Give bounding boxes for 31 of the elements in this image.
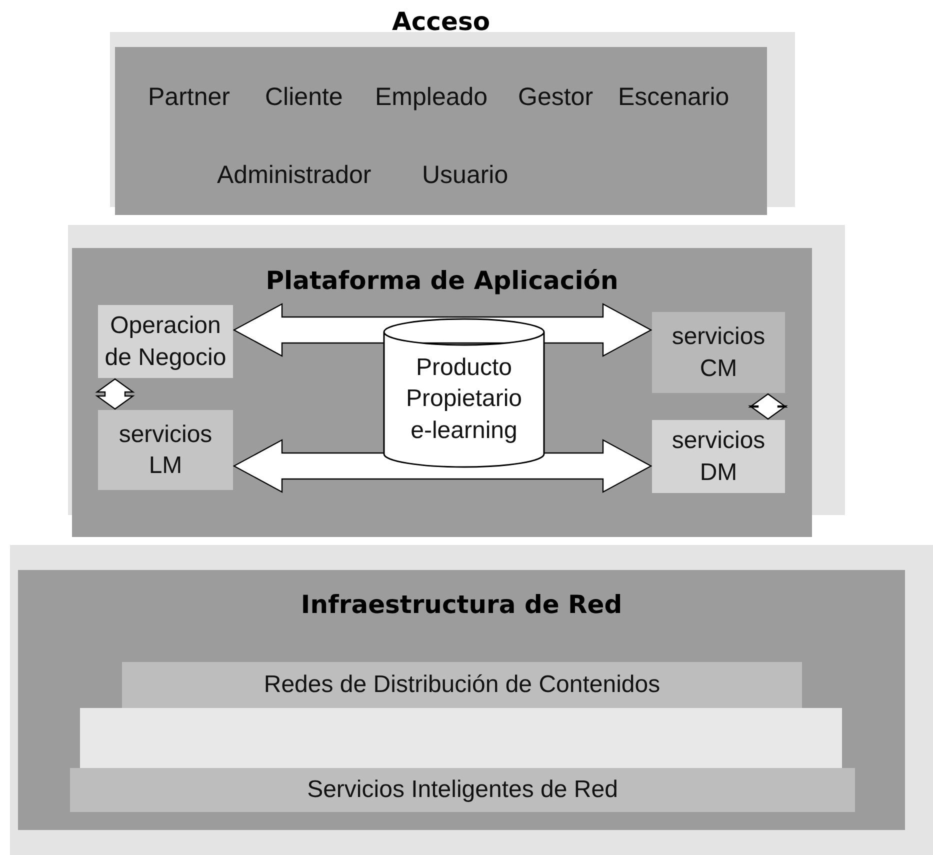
node-label: Operacion de Negocio [104,311,228,372]
node-label: servicios LM [118,420,214,481]
role-label: Empleado [375,83,488,112]
role-label: Usuario [422,161,508,190]
node-label: Servicios Inteligentes de Red [307,775,618,806]
double-arrow [232,439,652,493]
service-box [652,312,785,393]
role-label: Escenario [618,83,730,112]
node-label: servicios DM [670,426,766,488]
role-label: Partner [148,83,230,112]
platform-panel [72,248,812,537]
double-arrow [748,393,788,420]
layer-bar [70,768,855,812]
role-label: Gestor [518,83,594,112]
service-box [98,410,233,490]
process-box [98,305,233,378]
layer-bar [80,708,842,768]
database-cylinder [383,318,545,468]
double-arrow [232,303,652,357]
section-title: Plataforma de Aplicación [264,266,620,295]
node-label: Producto Propietario e-learning [404,353,524,446]
service-box [652,420,785,493]
section-title: Acceso [391,7,491,36]
section-title: Infraestructura de Red [300,590,624,619]
double-arrow [95,378,135,410]
node-label: servicios CM [670,322,766,384]
infrastructure-panel [18,570,905,830]
role-label: Cliente [265,83,343,112]
layer-bar [122,662,802,708]
role-label: Administrador [217,161,372,190]
node-label: Redes de Distribución de Contenidos [264,670,660,700]
